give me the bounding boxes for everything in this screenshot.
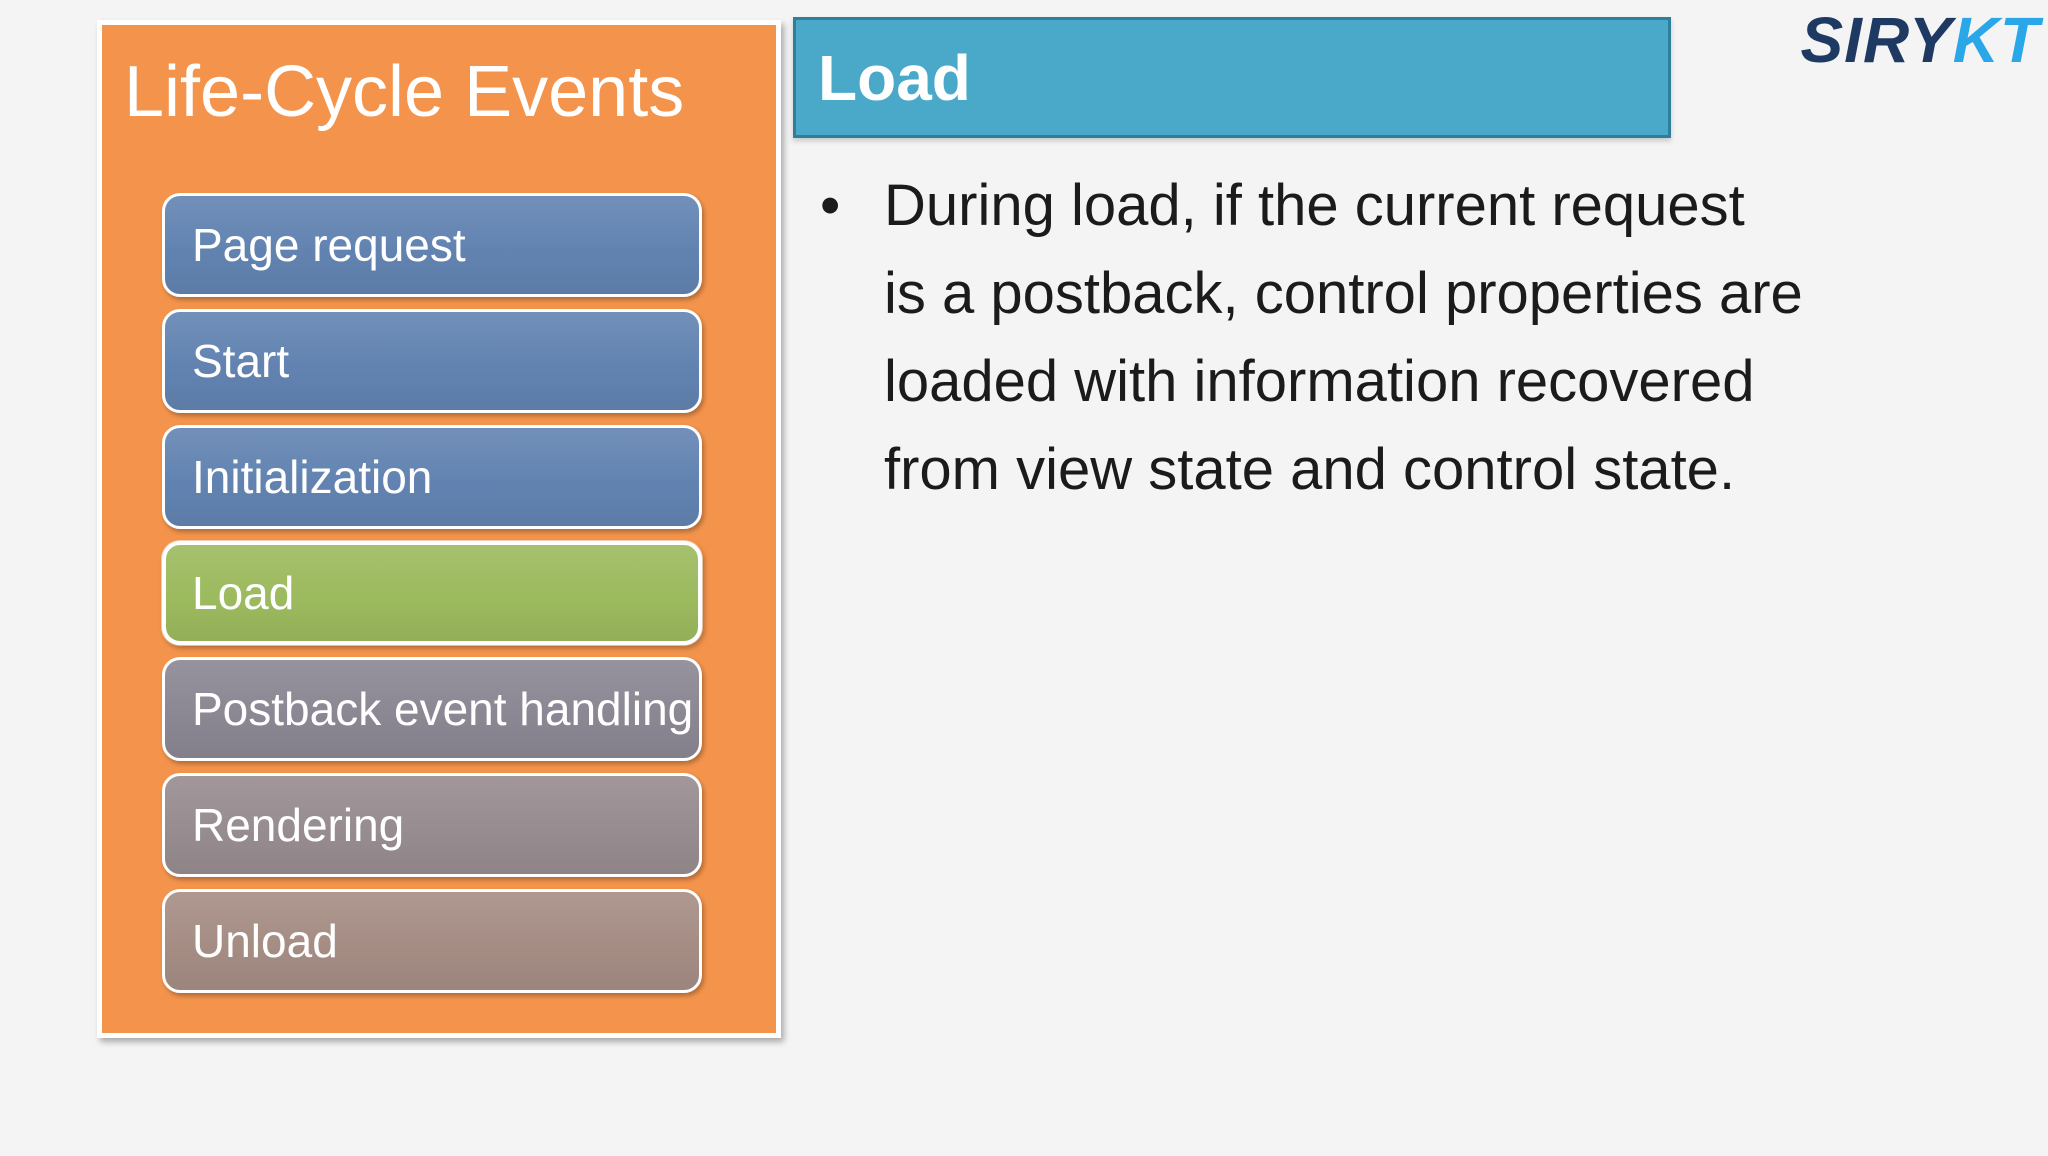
stage-item-unload: Unload xyxy=(162,889,702,993)
stage-item-postback-event-handling: Postback event handling xyxy=(162,657,702,761)
logo-text-primary: SIRY xyxy=(1800,4,1953,76)
section-heading-bar: Load xyxy=(793,17,1671,138)
stage-item-label: Page request xyxy=(192,219,466,271)
stage-item-label: Load xyxy=(192,567,295,619)
stage-item-label: Rendering xyxy=(192,799,405,851)
stage-item-label: Start xyxy=(192,335,290,387)
stage-item-label: Unload xyxy=(192,915,338,967)
bullet-icon: • xyxy=(820,173,841,238)
panel-title: Life-Cycle Events xyxy=(124,52,685,132)
stage-item-load: Load xyxy=(162,541,702,645)
stage-item-label: Initialization xyxy=(192,451,433,503)
bullet-text: During load, if the current request is a… xyxy=(884,173,1803,502)
stage-item-initialization: Initialization xyxy=(162,425,702,529)
stage-item-start: Start xyxy=(162,309,702,413)
bullet-item: • During load, if the current request is… xyxy=(820,162,2020,514)
section-heading: Load xyxy=(818,41,971,114)
logo-text-secondary: KT xyxy=(1952,4,2040,76)
logo: SIRYKT xyxy=(1800,0,2040,80)
stage-item-rendering: Rendering xyxy=(162,773,702,877)
stage-item-page-request: Page request xyxy=(162,193,702,297)
stage-item-label: Postback event handling xyxy=(192,683,694,735)
